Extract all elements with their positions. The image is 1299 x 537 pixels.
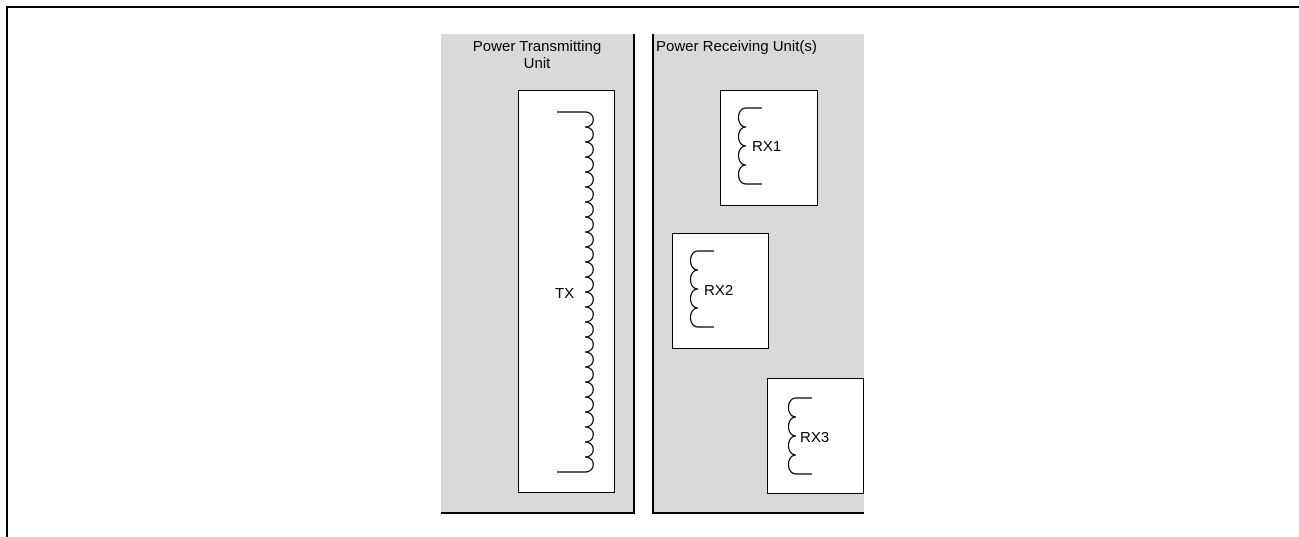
panel-title-transmitting: Power Transmitting Unit bbox=[472, 38, 602, 72]
rx3-coil-box bbox=[767, 378, 864, 494]
panel-title-receiving: Power Receiving Unit(s) bbox=[656, 38, 817, 55]
rx1-label: RX1 bbox=[752, 138, 782, 155]
rx1-coil-icon bbox=[737, 107, 762, 185]
rx2-coil-box bbox=[672, 233, 769, 349]
rx3-label: RX3 bbox=[800, 429, 830, 446]
rx1-coil-box bbox=[720, 90, 818, 206]
rx2-coil-icon bbox=[689, 250, 714, 328]
tx-coil-box bbox=[518, 90, 615, 493]
diagram-frame bbox=[6, 6, 1299, 537]
tx-label: TX bbox=[555, 285, 575, 302]
rx2-label: RX2 bbox=[704, 282, 734, 299]
rx3-coil-icon bbox=[787, 397, 812, 475]
tx-coil-icon bbox=[557, 111, 594, 473]
